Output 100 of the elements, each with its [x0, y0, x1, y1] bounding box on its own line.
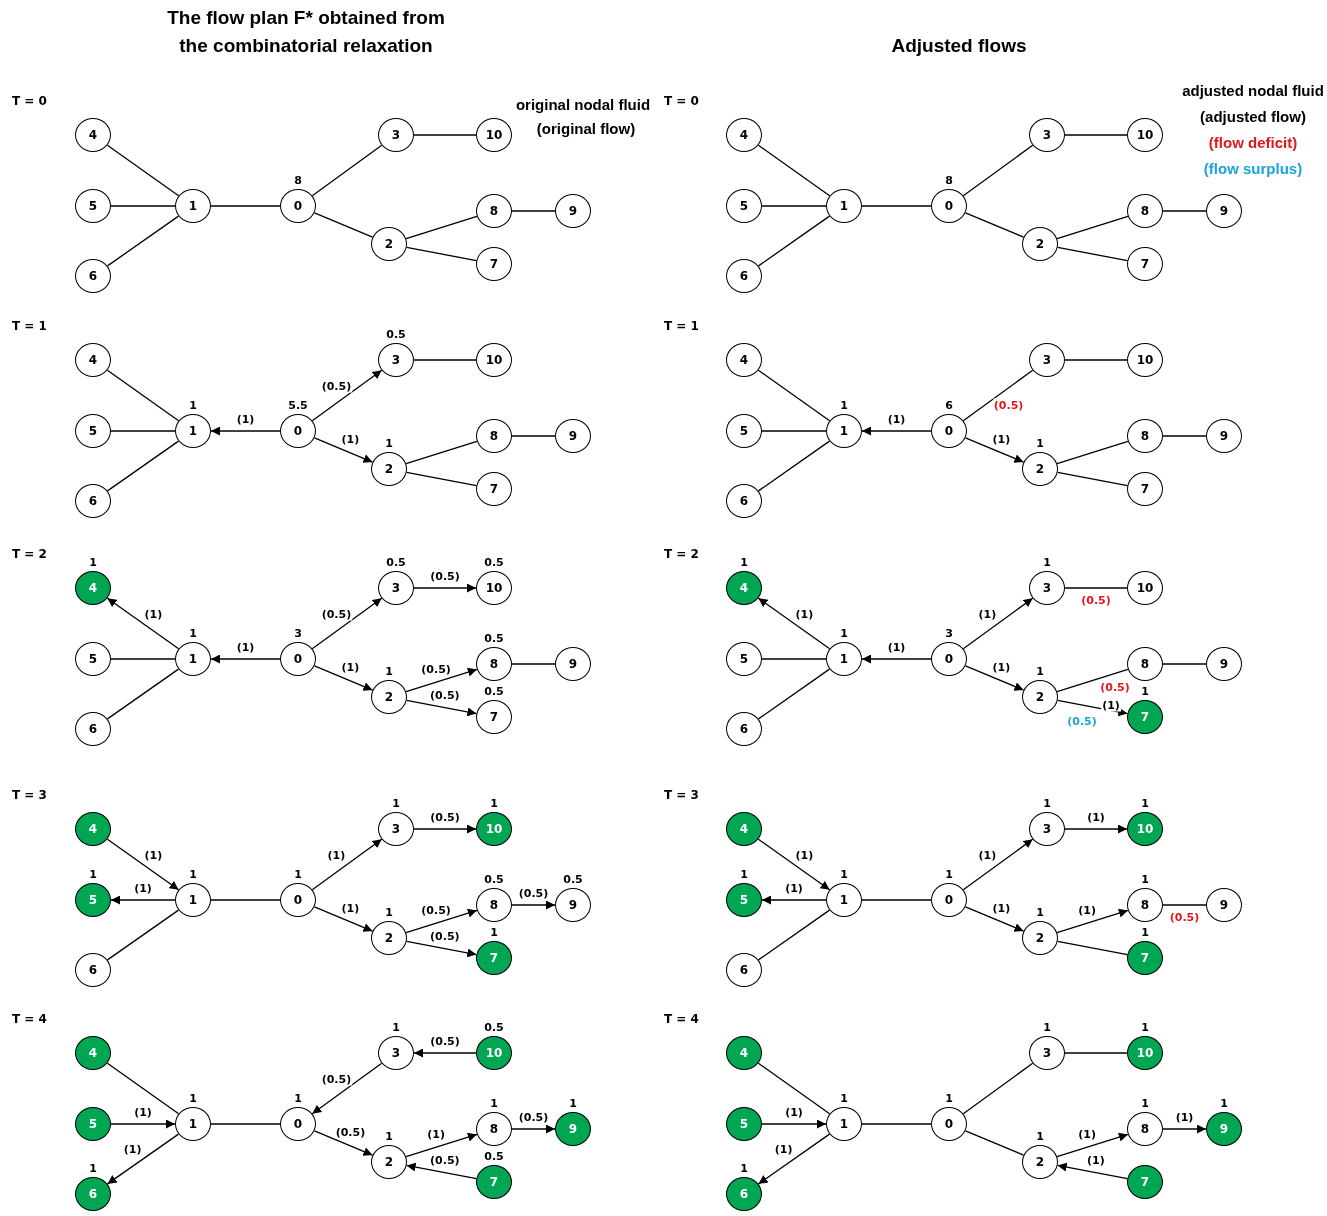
node-circle: 9: [1206, 647, 1242, 681]
node-circle: 9: [1206, 888, 1242, 922]
connector-line: [1064, 1052, 1128, 1054]
node-circle: 2: [1022, 227, 1058, 261]
node-circle: 7: [476, 700, 512, 734]
node-circle: 8: [1127, 419, 1163, 453]
node-circle: 7: [476, 247, 512, 281]
nodal-fluid-value: 0.5: [386, 556, 406, 570]
arrow: [861, 426, 932, 436]
connector-line: [757, 369, 831, 422]
node-circle: 6: [726, 712, 762, 746]
node-circle: 1: [826, 1107, 862, 1141]
nodal-fluid-value: 1: [840, 399, 848, 413]
time-step-label: T = 0: [664, 94, 699, 108]
nodal-fluid-value: 1: [1141, 1097, 1149, 1111]
nodal-fluid-value: 1: [89, 556, 97, 570]
nodal-fluid-value: 1: [490, 926, 498, 940]
arrow: [1162, 1124, 1207, 1134]
nodal-fluid-value: 1: [1036, 906, 1044, 920]
nodal-fluid-value: 1: [1043, 556, 1051, 570]
node-circle: 8: [1127, 647, 1163, 681]
node-circle: 10: [1127, 343, 1163, 377]
node-circle: 10: [476, 343, 512, 377]
node-circle: 5: [726, 414, 762, 448]
connector-line: [210, 899, 281, 901]
node-circle: 4: [726, 571, 762, 605]
node-circle: 7: [1127, 700, 1163, 734]
node-circle: 10: [1127, 571, 1163, 605]
nodal-fluid-value: 1: [490, 797, 498, 811]
nodal-fluid-value: 0.5: [484, 685, 504, 699]
connector-line: [962, 1062, 1034, 1115]
node-circle: 4: [75, 571, 111, 605]
arrow: [964, 665, 1025, 691]
connector-line: [1064, 359, 1128, 361]
node-circle: 0: [280, 1107, 316, 1141]
connector-line: [757, 215, 831, 267]
node-circle: 9: [555, 1112, 591, 1146]
arrow: [405, 908, 478, 934]
arrow: [311, 1062, 383, 1115]
nodal-fluid-value: 0.5: [484, 556, 504, 570]
connector-line: [1162, 210, 1207, 212]
arrow: [761, 895, 827, 905]
node-circle: 4: [75, 812, 111, 846]
nodal-fluid-value: 1: [1036, 1130, 1044, 1144]
nodal-fluid-value: 1: [385, 437, 393, 451]
node-circle: 8: [1127, 888, 1163, 922]
node-circle: 4: [726, 1036, 762, 1070]
node-circle: 6: [726, 259, 762, 293]
connector-line: [1064, 134, 1128, 136]
arrow: [757, 1133, 831, 1185]
connector-line: [405, 215, 478, 240]
connector-line: [405, 440, 478, 465]
arrow: [313, 906, 374, 932]
node-circle: 1: [175, 642, 211, 676]
connector-line: [106, 440, 180, 492]
nodal-fluid-value: 1: [1036, 437, 1044, 451]
node-circle: 0: [931, 883, 967, 917]
node-circle: 4: [75, 343, 111, 377]
nodal-fluid-value: 1: [1043, 1021, 1051, 1035]
nodal-fluid-value: 6: [945, 399, 953, 413]
node-circle: 1: [175, 414, 211, 448]
time-step-label: T = 3: [664, 788, 699, 802]
connector-line: [1162, 663, 1207, 665]
connector-line: [413, 134, 477, 136]
node-circle: 9: [1206, 194, 1242, 228]
nodal-fluid-value: 3: [945, 627, 953, 641]
arrow: [313, 437, 374, 463]
nodal-fluid-value: 1: [840, 868, 848, 882]
node-circle: 10: [1127, 1036, 1163, 1070]
nodal-fluid-value: 1: [189, 1092, 197, 1106]
connector-line: [1162, 904, 1207, 906]
arrow: [964, 906, 1025, 932]
arrow: [110, 1119, 176, 1129]
node-circle: 8: [476, 194, 512, 228]
connector-line: [861, 1123, 932, 1125]
nodal-fluid-value: 1: [385, 665, 393, 679]
node-circle: 6: [75, 712, 111, 746]
connector-line: [405, 246, 478, 262]
connector-line: [1056, 246, 1129, 262]
nodal-fluid-value: 1: [740, 868, 748, 882]
arrow: [413, 583, 477, 593]
nodal-fluid-value: 1: [385, 906, 393, 920]
nodal-fluid-value: 1: [294, 1092, 302, 1106]
node-circle: 0: [931, 189, 967, 223]
connector-line: [1056, 215, 1129, 240]
node-circle: 1: [826, 642, 862, 676]
connector-line: [1056, 668, 1129, 693]
node-circle: 4: [75, 118, 111, 152]
connector-line: [210, 1123, 281, 1125]
node-circle: 8: [1127, 194, 1163, 228]
node-circle: 0: [931, 642, 967, 676]
node-circle: 3: [378, 118, 414, 152]
node-circle: 5: [726, 642, 762, 676]
connector-line: [511, 210, 556, 212]
nodal-fluid-value: 1: [392, 797, 400, 811]
nodal-fluid-value: 1: [1141, 873, 1149, 887]
nodal-fluid-value: 0.5: [484, 1021, 504, 1035]
nodal-fluid-value: 1: [1141, 1021, 1149, 1035]
connector-line: [106, 1062, 180, 1115]
arrow: [757, 597, 831, 650]
